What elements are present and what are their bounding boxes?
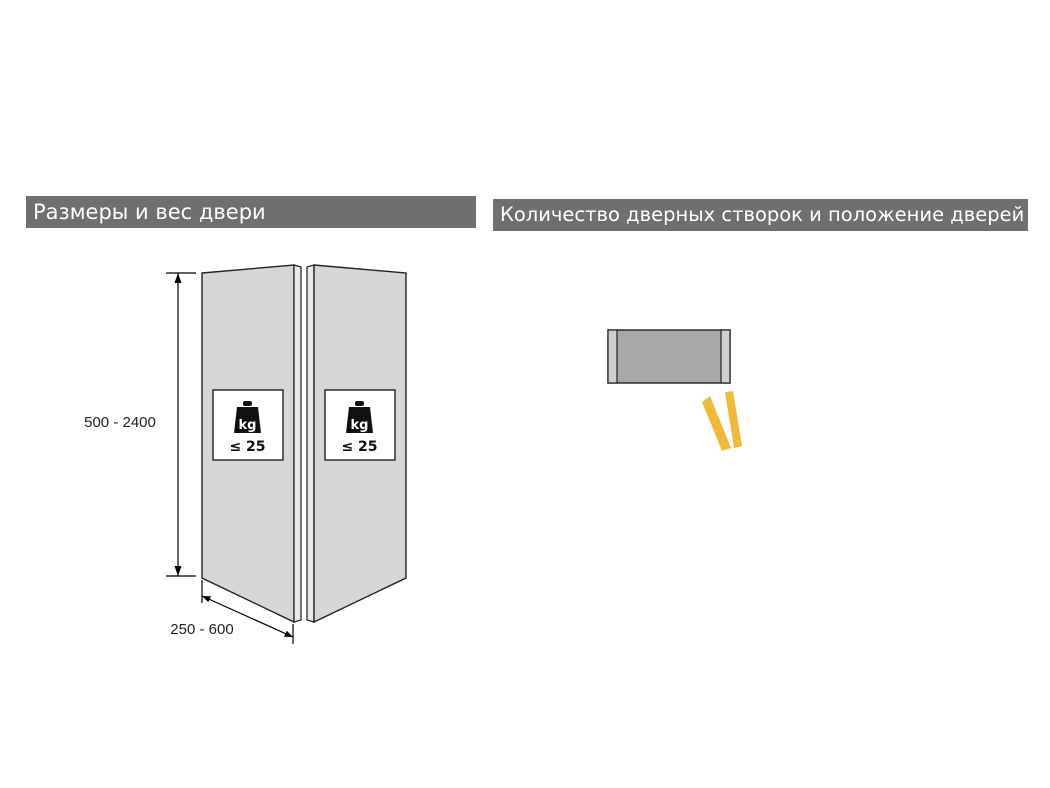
section-header-size-weight: Размеры и вес двери (26, 196, 476, 228)
height-range-label: 500 - 2400 (84, 414, 156, 431)
weight-icon (234, 401, 261, 433)
height-dimension (166, 272, 196, 577)
weight-unit-label: kg (239, 418, 257, 433)
width-dimension (201, 580, 294, 644)
width-range-label: 250 - 600 (170, 621, 233, 638)
folding-door-leaves-icon (702, 391, 742, 451)
weight-unit-label: kg (351, 418, 369, 433)
weight-limit-label: ≤ 25 (341, 439, 377, 455)
weight-limit-label: ≤ 25 (229, 439, 265, 455)
weight-badge-right: kg ≤ 25 (324, 389, 396, 461)
weight-badge-left: kg ≤ 25 (212, 389, 284, 461)
cabinet-top-view (607, 329, 731, 384)
section-header-leaves-position: Количество дверных створок и положение д… (493, 199, 1028, 231)
weight-icon (346, 401, 373, 433)
